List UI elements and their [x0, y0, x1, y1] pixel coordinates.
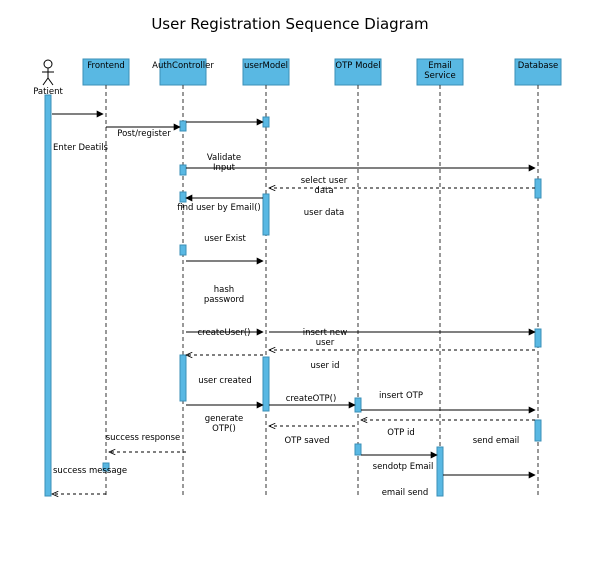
note-label: user id: [311, 361, 340, 371]
participant-label: Patient: [33, 87, 63, 97]
participant-otpmodel: OTP Model: [334, 58, 382, 86]
note-label: email send: [382, 488, 429, 498]
message-otpmodel-to-database: insert OTP: [361, 391, 536, 414]
activation-bars: [44, 94, 542, 497]
message-label: createOTP(): [286, 394, 337, 404]
activation-bar-auth: [179, 191, 187, 203]
note-label: success message: [53, 466, 127, 476]
actor-patient: Patient: [33, 59, 63, 97]
participant-label: AuthController: [152, 61, 214, 71]
note-label: user data: [304, 208, 344, 218]
activation-bar-usermodel: [262, 116, 270, 128]
participant-box: [82, 58, 130, 86]
message-frontend-to-auth: Post/register: [106, 123, 181, 139]
participant-usermodel: userModel: [242, 58, 290, 86]
message-label: success response: [106, 433, 181, 443]
message-label: Post/register: [117, 129, 171, 139]
participant-box: [242, 58, 290, 86]
activation-bar-frontend: [102, 462, 110, 472]
participant-box: [514, 58, 562, 86]
message-auth-to-usermodel: user Exist: [186, 234, 264, 265]
message-label: OTP saved: [284, 436, 329, 446]
participant-auth: AuthController: [152, 58, 214, 86]
activation-bar-database: [534, 419, 542, 442]
participant-box: [159, 58, 207, 86]
message-label: find user by Email(): [177, 203, 260, 213]
activation-bar-database: [534, 178, 542, 199]
message-usermodel-to-otpmodel: createOTP(): [269, 394, 356, 409]
activation-bar-email: [436, 446, 444, 497]
participant-label: OTP Model: [335, 61, 380, 71]
participant-box: [334, 58, 382, 86]
activation-bar-auth: [179, 354, 187, 402]
message-otpmodel-to-usermodel: OTP saved: [269, 426, 355, 446]
message-usermodel-to-frontend: success response: [106, 433, 186, 452]
message-label: user Exist: [204, 234, 246, 244]
message-label: OTP id: [387, 428, 414, 438]
participant-label: Database: [518, 61, 559, 71]
diagram-title: User Registration Sequence Diagram: [151, 15, 428, 33]
activation-bar-auth: [179, 244, 187, 256]
activation-bar-otpmodel: [354, 397, 362, 413]
activation-bar-auth: [179, 120, 187, 132]
activation-bar-otpmodel: [354, 443, 362, 456]
participant-box: [416, 58, 464, 86]
message-label: sendotp Email: [373, 462, 434, 472]
activation-bar-usermodel: [262, 193, 270, 236]
participants: Patient Frontend AuthController userModel OT…: [33, 58, 562, 97]
activation-bar-auth: [179, 164, 187, 176]
message-usermodel-to-auth: find user by Email(): [177, 194, 263, 213]
message-otpmodel-to-email: sendotp Email: [361, 451, 438, 472]
participant-database: Database: [514, 58, 562, 86]
activation-bar-patient: [44, 94, 52, 497]
message-auth-to-usermodel: createUser(): [186, 328, 264, 338]
message-label: insert OTP: [379, 391, 423, 401]
note-label: Enter Deatils: [53, 143, 109, 153]
participant-frontend: Frontend: [82, 58, 130, 86]
participant-label: userModel: [244, 61, 288, 71]
note-label: user created: [198, 376, 252, 386]
participant-label: Frontend: [87, 61, 125, 71]
activation-bar-usermodel: [262, 356, 270, 412]
message-database-to-otpmodel: OTP id: [361, 420, 535, 438]
note-label: send email: [473, 436, 520, 446]
message-label: createUser(): [198, 328, 251, 338]
activation-bar-database: [534, 328, 542, 348]
